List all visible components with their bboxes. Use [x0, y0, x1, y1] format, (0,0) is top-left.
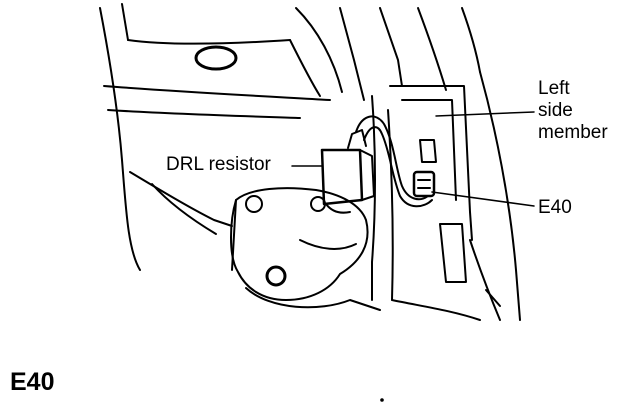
e40-connector-drawing — [412, 170, 436, 198]
vehicle-body-outline — [99, 3, 365, 271]
side-member-callout: Left side member — [538, 78, 608, 144]
scan-dot — [380, 398, 384, 402]
figure-id: E40 — [10, 368, 55, 396]
side-member-callout-line-3: member — [538, 122, 608, 143]
wiring-harness — [355, 115, 433, 208]
body-hole — [194, 45, 238, 71]
e40-leader — [431, 191, 535, 207]
side-member-leader — [435, 111, 535, 117]
side-member-callout-line-2: side — [538, 100, 573, 121]
drl-resistor-drawing — [320, 129, 375, 214]
side-member-callout-line-1: Left — [538, 78, 570, 99]
drl-resistor-callout: DRL resistor — [166, 154, 271, 175]
leader-lines — [291, 111, 535, 207]
left-side-member-drawing — [371, 7, 521, 321]
drl-resistor-bracket — [230, 187, 381, 311]
e40-connector-callout: E40 — [538, 197, 572, 218]
